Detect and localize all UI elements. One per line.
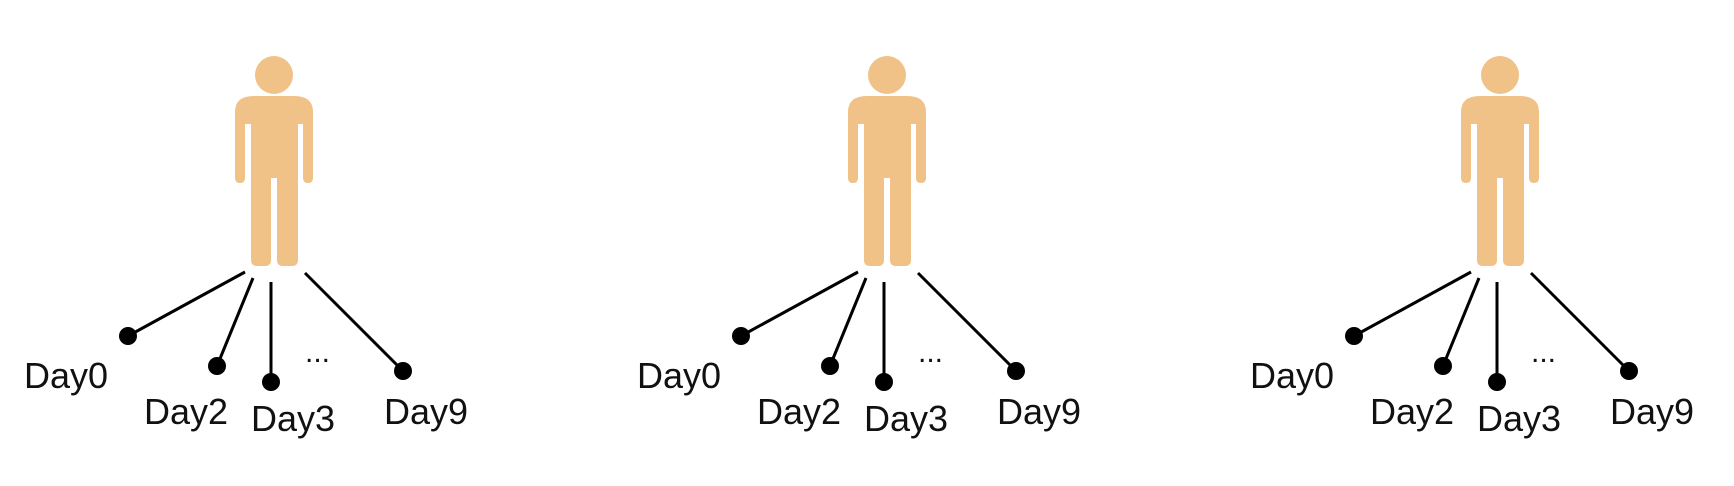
person-icon [848, 56, 926, 266]
dot-day3 [875, 373, 893, 391]
dot-day9 [1620, 362, 1638, 380]
dot-day0 [1345, 327, 1363, 345]
label-day2: Day2 [144, 391, 228, 432]
label-day3: Day3 [251, 398, 335, 439]
dot-day0 [119, 327, 137, 345]
dot-day3 [1488, 373, 1506, 391]
line-day2 [828, 277, 868, 367]
connector-lines [740, 270, 1018, 382]
dot-day2 [208, 357, 226, 375]
label-day9: Day9 [1610, 391, 1694, 432]
connector-lines [1353, 270, 1631, 382]
label-day2: Day2 [1370, 391, 1454, 432]
line-day0 [740, 270, 859, 338]
connector-lines [127, 270, 405, 382]
dot-day3 [262, 373, 280, 391]
line-day9 [1529, 271, 1631, 373]
line-day0 [127, 270, 246, 338]
label-day9: Day9 [384, 391, 468, 432]
label-day3: Day3 [1477, 398, 1561, 439]
ellipsis: ... [305, 336, 330, 369]
dot-day0 [732, 327, 750, 345]
person-icon [1461, 56, 1539, 266]
label-day9: Day9 [997, 391, 1081, 432]
figure-group-1: Day0 Day2 Day3 Day9 ... [24, 56, 468, 439]
label-day3: Day3 [864, 398, 948, 439]
dot-day9 [1007, 362, 1025, 380]
label-day0: Day0 [24, 355, 108, 396]
dot-day2 [1434, 357, 1452, 375]
ellipsis: ... [918, 336, 943, 369]
dot-day9 [394, 362, 412, 380]
line-day9 [916, 271, 1018, 373]
label-day0: Day0 [637, 355, 721, 396]
dot-day2 [821, 357, 839, 375]
line-day9 [303, 271, 405, 373]
line-day2 [1441, 277, 1481, 367]
line-day2 [215, 277, 255, 367]
label-day0: Day0 [1250, 355, 1334, 396]
figure-group-2: Day0 Day2 Day3 Day9 ... [637, 56, 1081, 439]
line-day0 [1353, 270, 1472, 338]
figure-group-3: Day0 Day2 Day3 Day9 ... [1250, 56, 1694, 439]
person-icon [235, 56, 313, 266]
label-day2: Day2 [757, 391, 841, 432]
ellipsis: ... [1531, 336, 1556, 369]
